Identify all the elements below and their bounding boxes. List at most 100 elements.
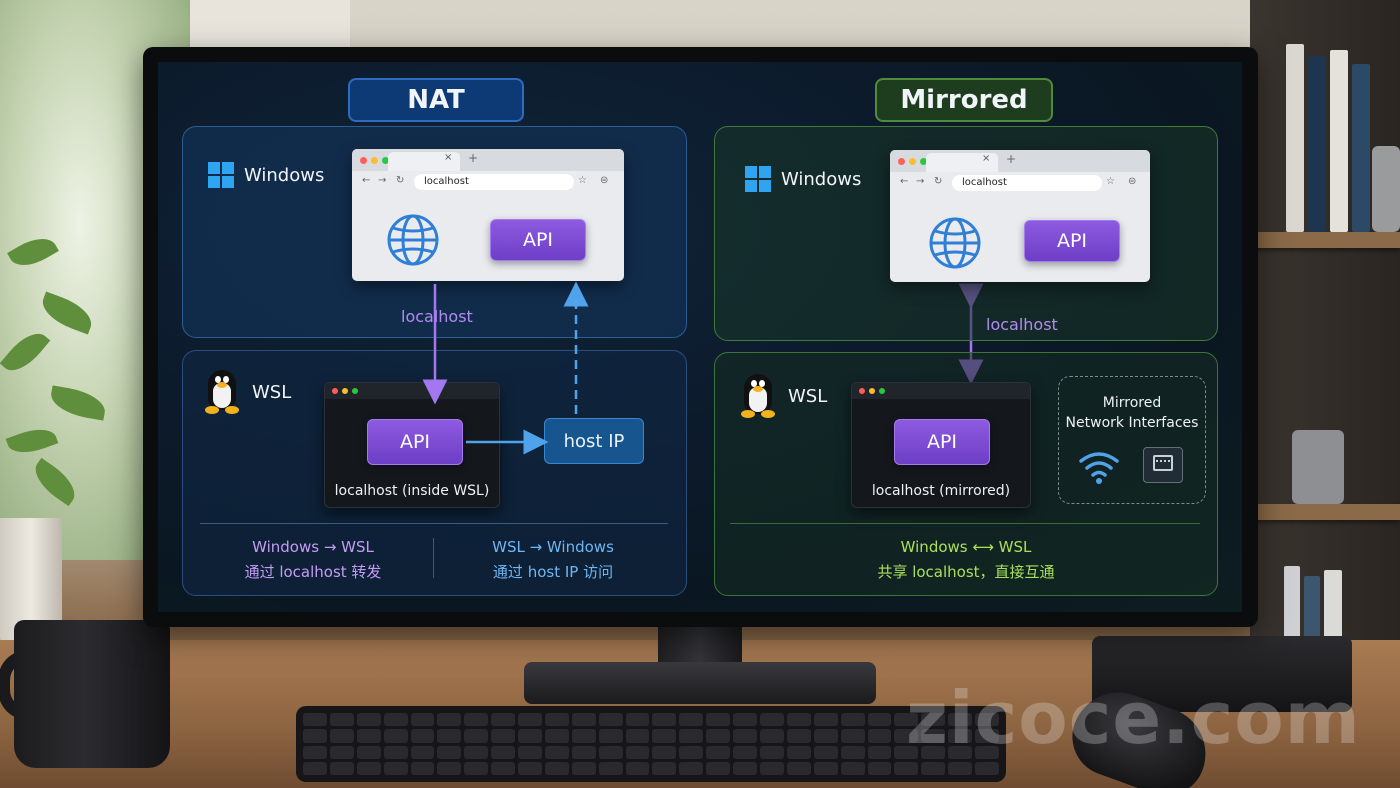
mirrored-windows-api-button: API [1024, 220, 1120, 262]
nat-windows-label: Windows [208, 162, 324, 188]
mirrored-interfaces-title-line1: Mirrored [1102, 395, 1162, 411]
nat-wsl-caption: localhost (inside WSL) [334, 483, 490, 499]
globe-icon [929, 217, 981, 269]
book [1308, 56, 1326, 232]
mirrored-wsl-label: WSL [738, 372, 827, 420]
address-bar: localhost [952, 175, 1102, 191]
close-dot-icon [360, 157, 367, 164]
plant-pot-shelf [1372, 146, 1400, 232]
forward-icon: → [378, 175, 387, 186]
browser-toolbar: ← → ↻ localhost ☆ ⊜ [352, 171, 624, 193]
nat-wsl-api-button: API [367, 419, 463, 465]
mirrored-wsl-caption: localhost (mirrored) [871, 483, 1011, 499]
new-tab-icon: + [468, 151, 479, 165]
new-tab-icon: + [1006, 152, 1017, 166]
maximize-dot-icon [879, 388, 885, 394]
address-bar: localhost [414, 174, 574, 190]
nat-note-right-line2: 通过 host IP 访问 [492, 563, 614, 581]
mirrored-wsl-api-button: API [894, 419, 990, 465]
nat-note-right: WSL → Windows 通过 host IP 访问 [468, 535, 638, 585]
minimize-dot-icon [371, 157, 378, 164]
mirrored-note-line2: 共享 localhost，直接互通 [877, 563, 1055, 581]
monitor-stand-base [524, 662, 876, 704]
nat-windows-api-button: API [490, 219, 586, 261]
close-dot-icon [332, 388, 338, 394]
browser-toolbar: ← → ↻ localhost ☆ ⊜ [890, 172, 1150, 194]
minimize-dot-icon [869, 388, 875, 394]
close-tab-icon: × [982, 153, 991, 164]
back-icon: ← [362, 175, 371, 186]
ethernet-port-icon [1143, 447, 1183, 483]
mirrored-divider [730, 523, 1200, 524]
tux-penguin-icon [202, 368, 242, 416]
coffee-mug [14, 620, 170, 768]
reload-icon: ↻ [396, 175, 405, 186]
mirrored-note-line1: Windows ⟷ WSL [900, 538, 1032, 556]
close-dot-icon [898, 158, 905, 165]
maximize-dot-icon [382, 157, 389, 164]
nat-browser-window: × + ← → ↻ localhost ☆ ⊜ API [352, 149, 624, 281]
bookmark-icon: ☆ [578, 175, 587, 186]
nat-note-left: Windows → WSL 通过 localhost 转发 [228, 535, 398, 585]
mirrored-browser-window: × + ← → ↻ localhost ☆ ⊜ API [890, 150, 1150, 282]
browser-tab [388, 152, 460, 171]
globe-icon [387, 214, 439, 266]
shelf [1250, 504, 1400, 520]
tux-penguin-icon [738, 372, 778, 420]
mirrored-windows-text: Windows [781, 168, 862, 190]
menu-icon: ⊜ [600, 175, 609, 186]
mirrored-localhost-label: localhost [986, 315, 1058, 334]
nat-wsl-terminal: API localhost (inside WSL) [324, 382, 500, 508]
windows-logo-icon [745, 166, 771, 192]
browser-tabbar: × + [890, 150, 1150, 172]
mirrored-note: Windows ⟷ WSL 共享 localhost，直接互通 [798, 535, 1134, 585]
nat-wsl-text: WSL [252, 381, 292, 403]
mirrored-wsl-terminal: API localhost (mirrored) [851, 382, 1031, 508]
back-icon: ← [900, 176, 909, 187]
nat-title: NAT [348, 78, 524, 122]
close-dot-icon [859, 388, 865, 394]
book [1324, 570, 1342, 640]
nat-note-right-line1: WSL → Windows [492, 538, 614, 556]
browser-tabbar: × + [352, 149, 624, 171]
browser-tab [926, 153, 998, 172]
mirrored-interfaces-title: Mirrored Network Interfaces [1059, 393, 1205, 433]
book [1330, 50, 1348, 232]
nat-localhost-label: localhost [401, 307, 473, 326]
bookmark-icon: ☆ [1106, 176, 1115, 187]
plant-pot-shelf [1292, 430, 1344, 504]
windows-logo-icon [208, 162, 234, 188]
close-tab-icon: × [444, 152, 453, 163]
watermark: zicoce.com [906, 676, 1361, 760]
nat-divider [200, 523, 668, 524]
bookshelf [1250, 0, 1400, 640]
reload-icon: ↻ [934, 176, 943, 187]
mirrored-windows-label: Windows [745, 166, 861, 192]
mirrored-interfaces-title-line2: Network Interfaces [1065, 415, 1199, 431]
nat-wsl-label: WSL [202, 368, 291, 416]
minimize-dot-icon [909, 158, 916, 165]
nat-windows-text: Windows [244, 164, 325, 186]
host-ip-box: host IP [544, 418, 644, 464]
mirrored-network-interfaces-box: Mirrored Network Interfaces [1058, 376, 1206, 504]
minimize-dot-icon [342, 388, 348, 394]
nat-note-divider [433, 538, 434, 578]
mirrored-title: Mirrored [875, 78, 1053, 122]
book [1304, 576, 1320, 640]
diagram-screen: NAT Mirrored Windows × + ← → ↻ localhost… [158, 62, 1242, 612]
keyboard [296, 706, 1006, 782]
mirrored-wsl-text: WSL [788, 385, 828, 407]
nat-note-left-line2: 通过 localhost 转发 [244, 563, 382, 581]
shelf [1250, 232, 1400, 248]
book [1286, 44, 1304, 232]
book [1352, 64, 1370, 232]
nat-note-left-line1: Windows → WSL [252, 538, 374, 556]
forward-icon: → [916, 176, 925, 187]
terminal-titlebar [852, 383, 1030, 399]
book [1284, 566, 1300, 640]
maximize-dot-icon [352, 388, 358, 394]
terminal-titlebar [325, 383, 499, 399]
menu-icon: ⊜ [1128, 176, 1137, 187]
wifi-icon [1079, 452, 1119, 484]
maximize-dot-icon [920, 158, 927, 165]
